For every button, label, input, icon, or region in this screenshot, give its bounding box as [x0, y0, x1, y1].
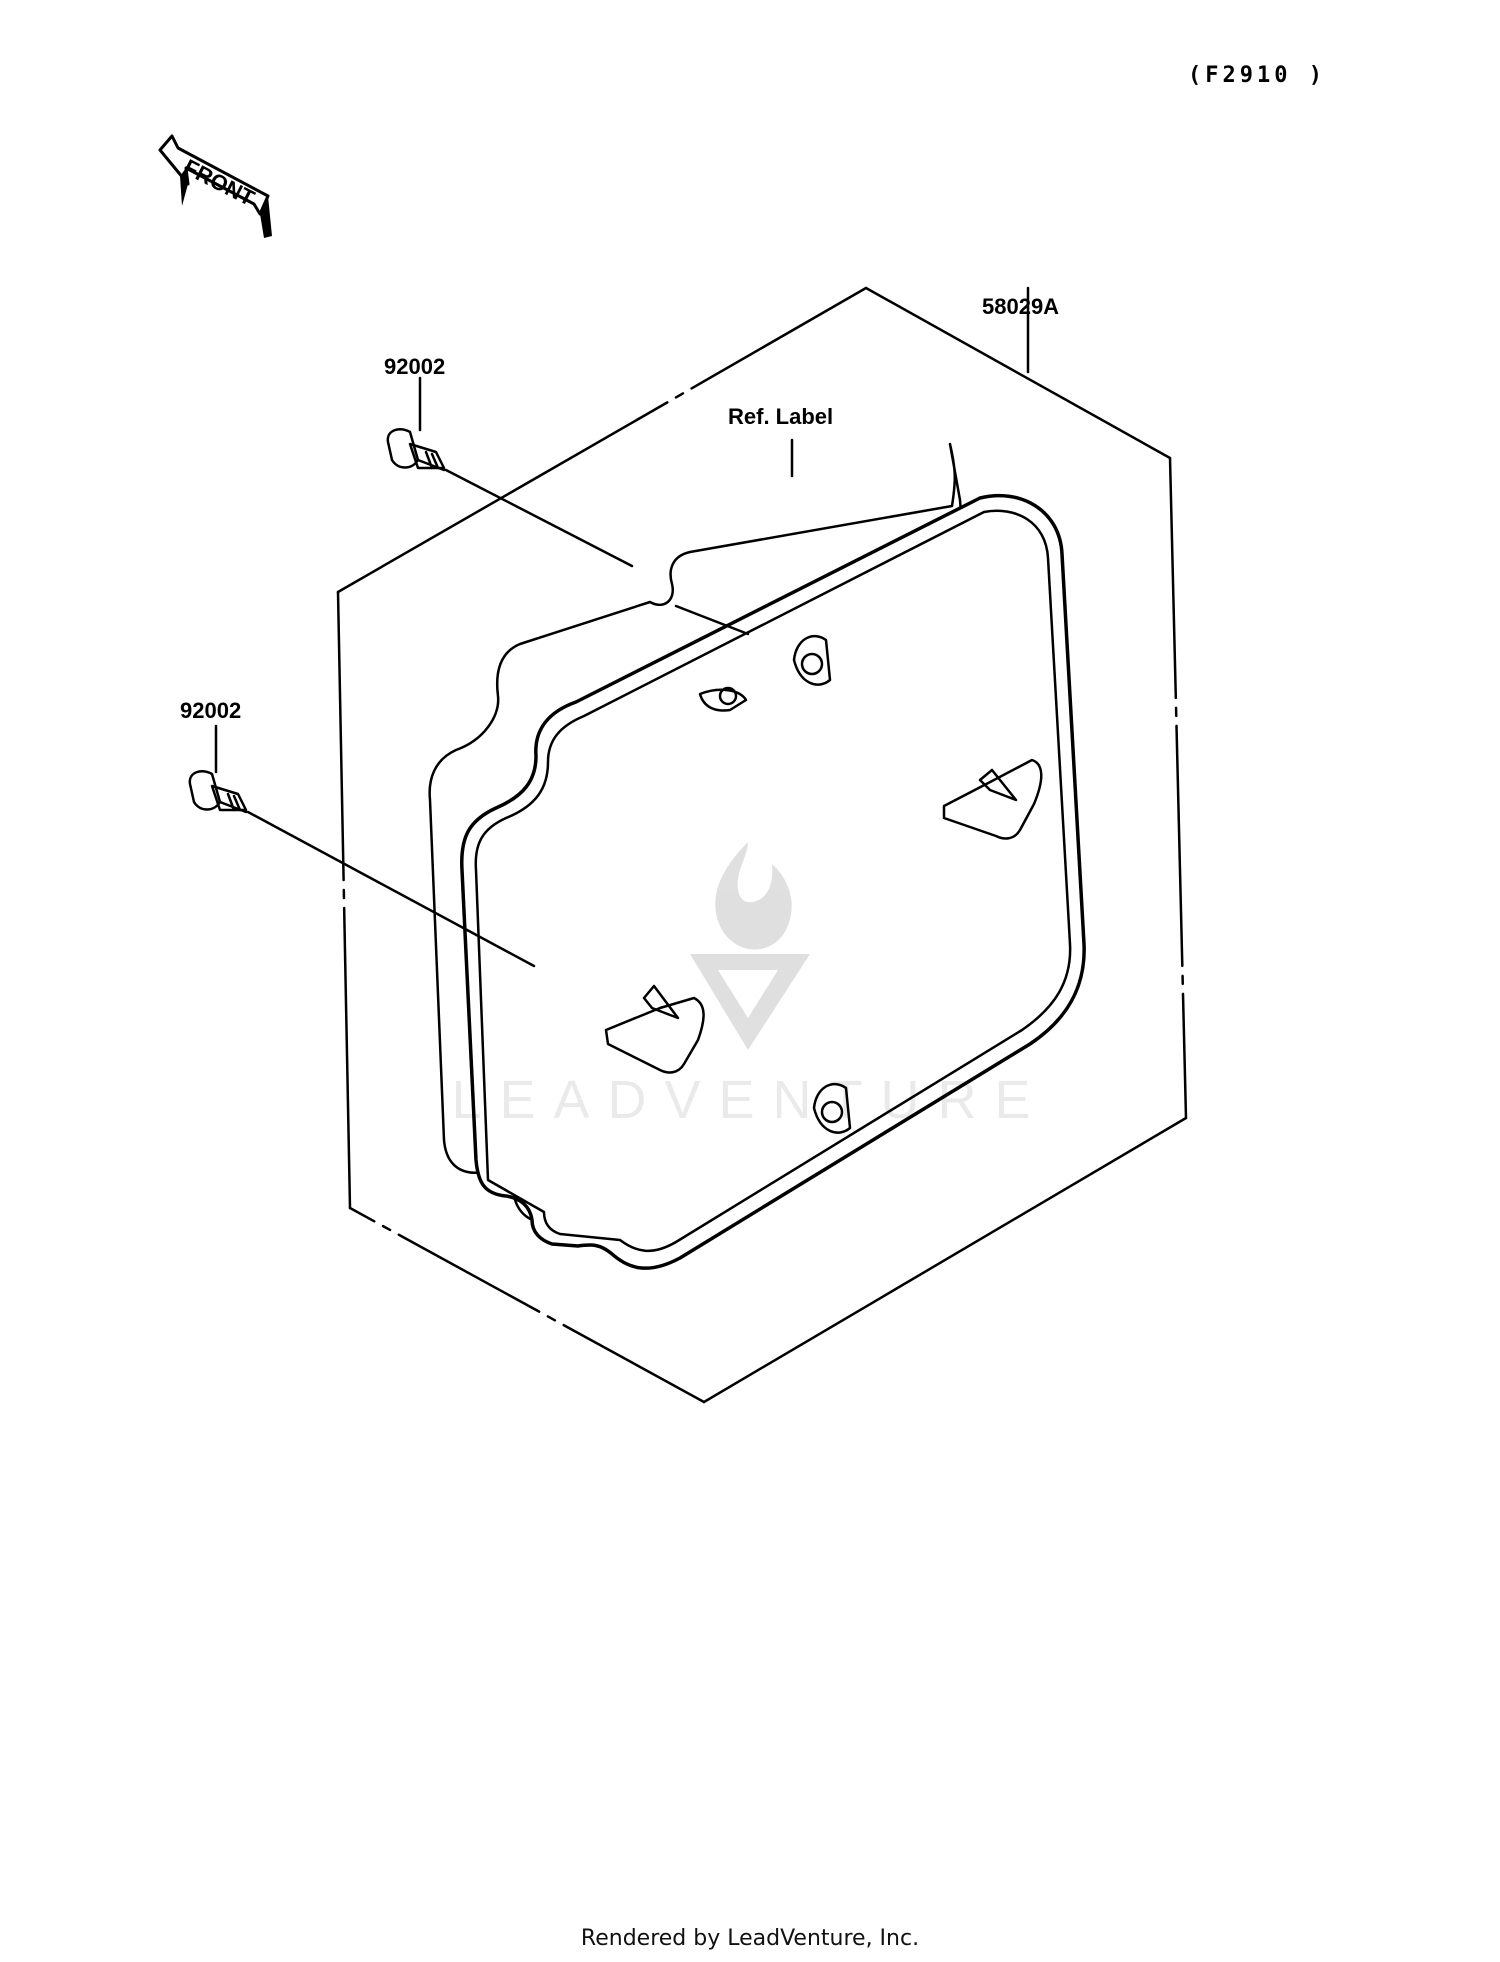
bolt-upper-icon	[386, 428, 446, 472]
figure-code: (F2910 )	[1188, 63, 1326, 88]
callout-ref-label: Ref. Label	[728, 404, 833, 429]
front-arrow-icon: FRONT	[158, 134, 272, 238]
footer-credit: Rendered by LeadVenture, Inc.	[580, 1926, 920, 1951]
callout-bolt-lower: 92002	[180, 698, 241, 723]
air-box-cover	[460, 493, 1086, 1270]
callout-kit-part: 58029A	[982, 294, 1059, 319]
callout-bolt-upper: 92002	[384, 354, 445, 379]
bolt-lower-icon	[188, 770, 248, 814]
watermark-text: LEADVENTURE	[451, 1070, 1048, 1130]
watermark-logo	[690, 842, 810, 1050]
kit-boundary	[336, 286, 1188, 1404]
cover-features	[604, 634, 1043, 1134]
front-label: FRONT	[180, 154, 259, 211]
